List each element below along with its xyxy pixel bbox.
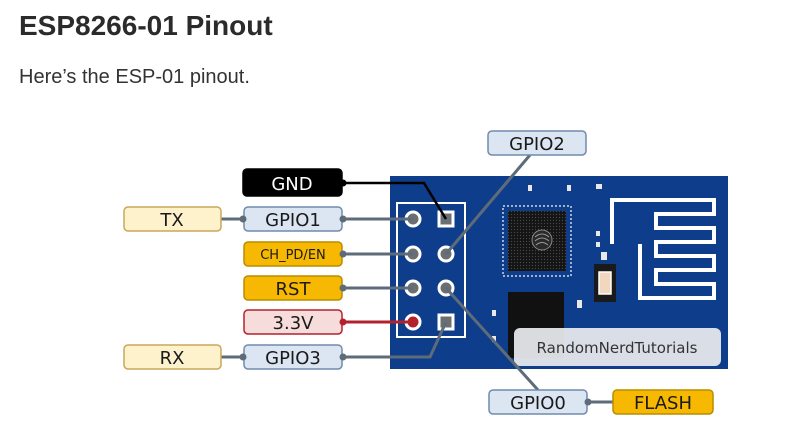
joint-dot bbox=[239, 353, 247, 361]
smd-component bbox=[567, 185, 571, 191]
wire-gpio2 bbox=[444, 154, 532, 255]
wire-gpio3 bbox=[342, 321, 448, 359]
wire-joints bbox=[239, 179, 592, 406]
smd-component bbox=[601, 252, 607, 260]
esp8266-chip bbox=[502, 205, 572, 277]
wire-gnd bbox=[342, 181, 448, 220]
joint-dot bbox=[239, 215, 247, 223]
label-gpio2-text: GPIO2 bbox=[509, 134, 565, 155]
wire-gpio0 bbox=[444, 286, 540, 392]
page-title: ESP8266-01 Pinout bbox=[19, 10, 273, 41]
esp01-board: RandomNerdTutorials bbox=[390, 176, 728, 369]
joint-dot bbox=[339, 353, 347, 361]
label-gpio1: GPIO1 bbox=[243, 206, 343, 232]
label-gpio1-text: GPIO1 bbox=[265, 210, 321, 231]
smd-component bbox=[492, 310, 496, 316]
status-led-lens bbox=[598, 271, 612, 295]
label-ch-pd-en: CH_PD/EN bbox=[243, 241, 343, 267]
wires bbox=[221, 154, 613, 404]
joint-dot bbox=[339, 318, 347, 326]
watermark-text: RandomNerdTutorials bbox=[537, 339, 698, 357]
label-tx: TX bbox=[123, 206, 222, 232]
joint-dot bbox=[339, 179, 347, 187]
pin-labels: GPIO2 GND TX GPIO1 CH_PD/EN RST 3.3V RX bbox=[123, 130, 714, 415]
intro-text: Here’s the ESP-01 pinout. bbox=[19, 66, 250, 88]
smd-component bbox=[596, 242, 600, 247]
label-rst-text: RST bbox=[276, 279, 312, 300]
label-tx-text: TX bbox=[159, 210, 183, 231]
label-rx-text: RX bbox=[160, 348, 185, 369]
label-gpio0: GPIO0 bbox=[488, 389, 588, 415]
joint-dot bbox=[584, 398, 592, 406]
joint-dot bbox=[339, 284, 347, 292]
label-rst: RST bbox=[243, 275, 343, 301]
label-gnd: GND bbox=[242, 168, 343, 197]
pin-header-outline bbox=[396, 202, 466, 338]
chip-logo-icon bbox=[531, 229, 553, 251]
label-gpio0-text: GPIO0 bbox=[510, 393, 566, 414]
label-3v3: 3.3V bbox=[243, 309, 343, 335]
joint-dot bbox=[339, 250, 347, 258]
watermark-box bbox=[514, 328, 721, 366]
label-rx: RX bbox=[123, 344, 222, 370]
label-3v3-text: 3.3V bbox=[273, 313, 315, 334]
label-flash: FLASH bbox=[612, 389, 714, 415]
smd-component bbox=[596, 231, 600, 236]
label-gpio3: GPIO3 bbox=[243, 344, 343, 370]
pcb-antenna bbox=[610, 198, 716, 300]
joint-dot bbox=[339, 215, 347, 223]
label-gnd-text: GND bbox=[271, 174, 312, 195]
label-flash-text: FLASH bbox=[634, 393, 692, 414]
smd-component bbox=[596, 184, 602, 189]
label-gpio2: GPIO2 bbox=[487, 130, 587, 156]
label-ch-pd-en-text: CH_PD/EN bbox=[260, 248, 326, 263]
label-gpio3-text: GPIO3 bbox=[265, 348, 321, 369]
smd-component bbox=[528, 185, 532, 191]
smd-component bbox=[577, 300, 582, 308]
